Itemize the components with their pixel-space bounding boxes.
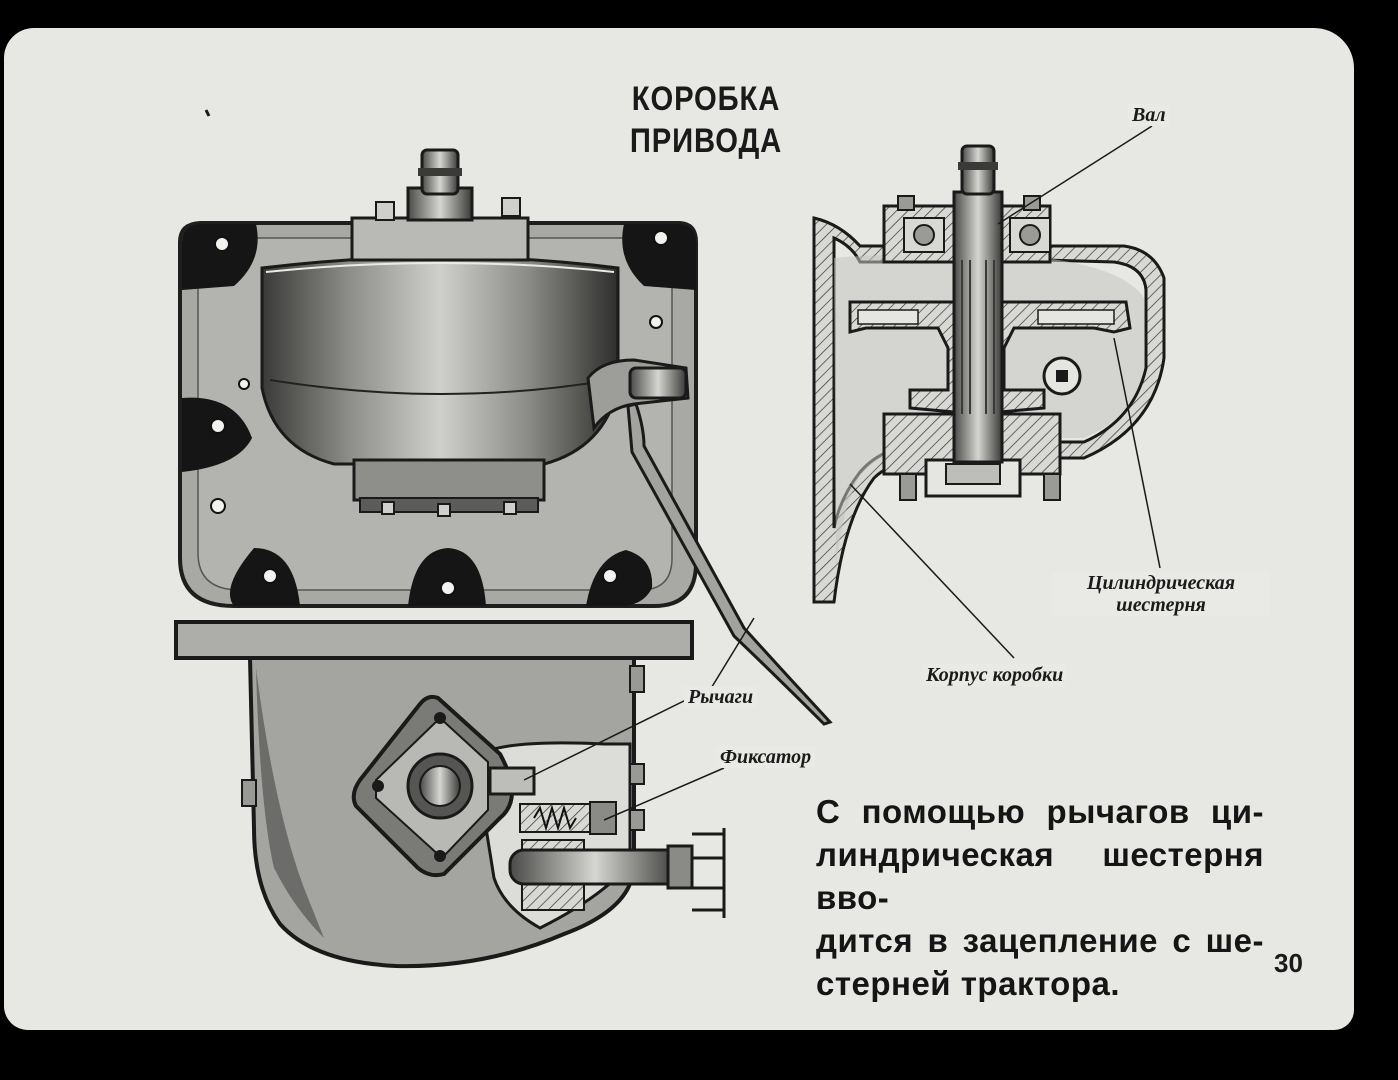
drive-box-illustration [174, 109, 1166, 969]
caption-line: дится в зацепление с ше- [816, 922, 1264, 959]
label-gear-line1: Цилиндрическая [1086, 572, 1236, 594]
slide: КОРОБКА ПРИВОДА Вал Цилиндрическая шесте… [4, 28, 1354, 1030]
caption-line: стерней трактора. [816, 965, 1121, 1002]
upper-housing [178, 148, 833, 726]
cross-section [812, 144, 1166, 604]
label-housing: Корпус коробки [922, 664, 1068, 686]
caption-line: линдрическая шестерня вво- [816, 836, 1264, 916]
label-gear-line2: шестерня [1116, 594, 1206, 616]
dust-mark [204, 109, 211, 117]
leader-lines [523, 125, 1161, 821]
label-levers: Рычаги [684, 686, 758, 708]
lower-housing [174, 620, 726, 969]
caption-line: С помощью рычагов ци- [816, 793, 1264, 830]
slide-title: КОРОБКА ПРИВОДА [629, 80, 783, 160]
caption: С помощью рычагов ци- линдрическая шесте… [816, 790, 1264, 1005]
label-shaft: Вал [1128, 104, 1170, 126]
page-number: 30 [1274, 948, 1303, 978]
label-latch: Фиксатор [716, 746, 816, 768]
label-gear: Цилиндрическая шестерня [1052, 572, 1270, 616]
